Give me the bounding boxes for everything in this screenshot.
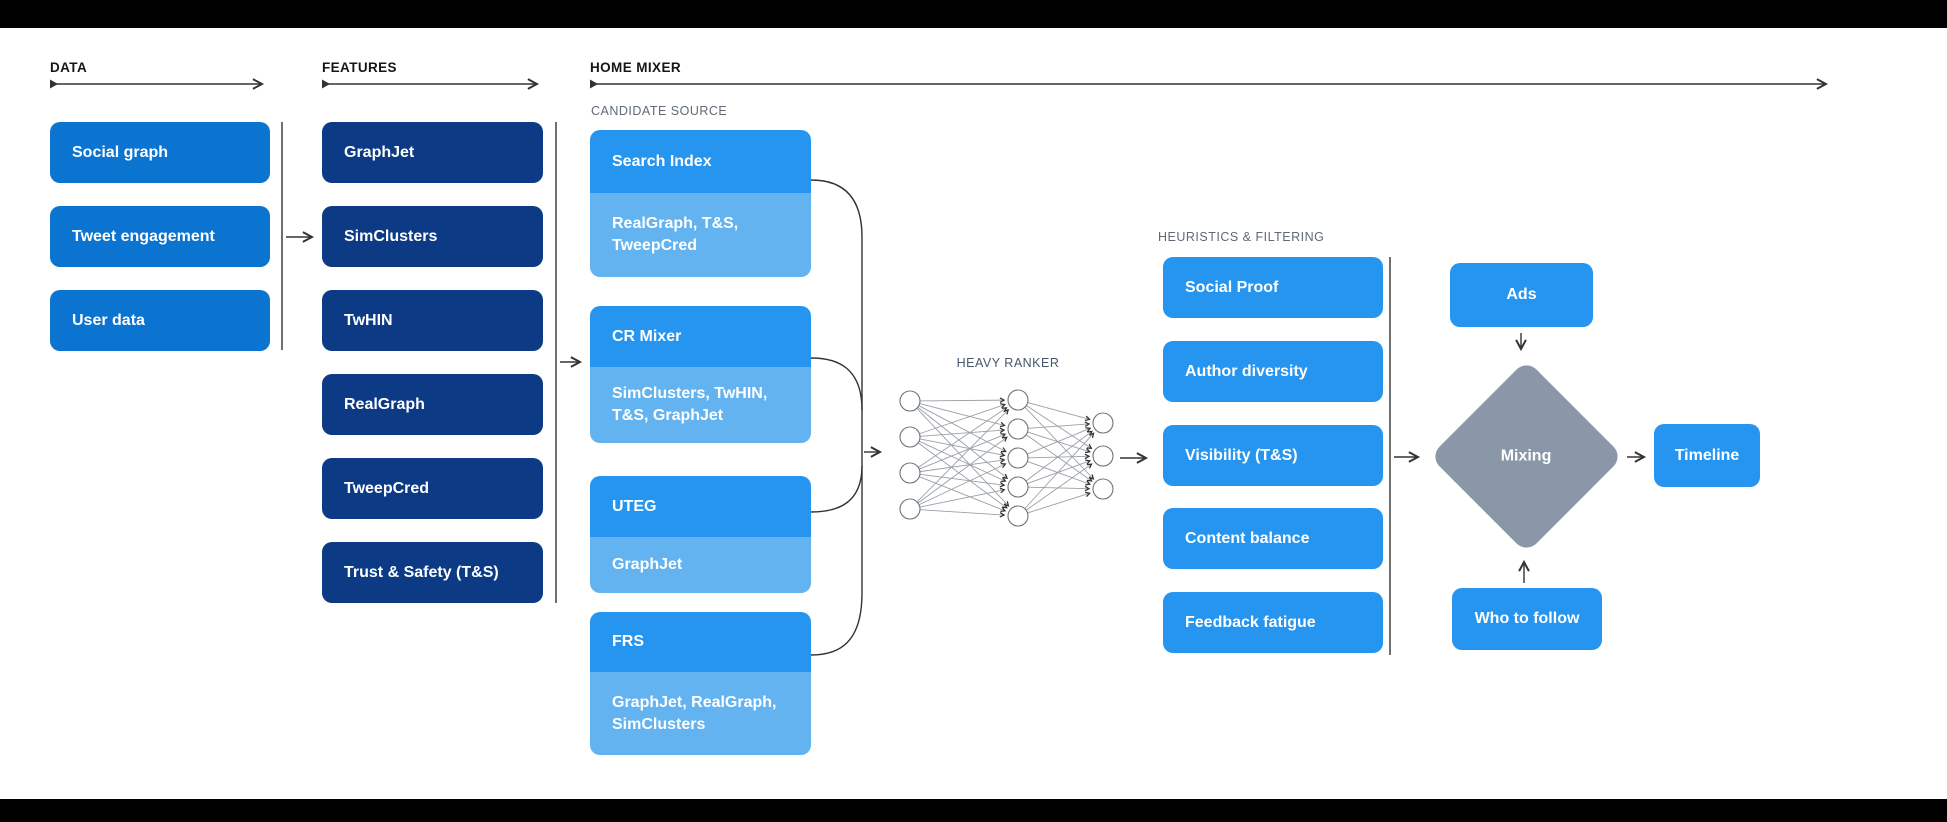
- candidate-group-sources: GraphJet: [590, 537, 811, 593]
- node-social-proof: Social Proof: [1163, 257, 1383, 318]
- node-tweet-engagement: Tweet engagement: [50, 206, 270, 267]
- candidate-collector-lines: [810, 179, 863, 656]
- node-timeline: Timeline: [1654, 424, 1760, 487]
- candidate-group-frs: FRS GraphJet, RealGraph, SimClusters: [590, 612, 811, 755]
- node-simclusters: SimClusters: [322, 206, 543, 267]
- node-graphjet: GraphJet: [322, 122, 543, 183]
- candidate-group-search-index: Search Index RealGraph, T&S, TweepCred: [590, 130, 811, 277]
- candidate-group-title: CR Mixer: [590, 306, 811, 367]
- section-axis-data: [50, 78, 265, 90]
- heavy-ranker-label: HEAVY RANKER: [956, 356, 1060, 370]
- neural-network-icon: [899, 389, 1114, 527]
- node-tweepcred: TweepCred: [322, 458, 543, 519]
- node-content-balance: Content balance: [1163, 508, 1383, 569]
- node-feedback-fatigue: Feedback fatigue: [1163, 592, 1383, 653]
- candidate-group-uteg: UTEG GraphJet: [590, 476, 811, 593]
- section-header-data: DATA: [50, 60, 88, 75]
- candidate-group-cr-mixer: CR Mixer SimClusters, TwHIN, T&S, GraphJ…: [590, 306, 811, 443]
- candidate-group-sources: SimClusters, TwHIN, T&S, GraphJet: [590, 367, 811, 443]
- section-header-home-mixer: HOME MIXER: [590, 60, 682, 75]
- top-black-bar: [0, 0, 1947, 28]
- mixing-label: Mixing: [1501, 447, 1552, 465]
- candidate-group-title: UTEG: [590, 476, 811, 537]
- section-axis-home-mixer: [590, 78, 1829, 90]
- node-author-diversity: Author diversity: [1163, 341, 1383, 402]
- candidate-group-title: Search Index: [590, 130, 811, 193]
- candidate-group-sources: RealGraph, T&S, TweepCred: [590, 193, 811, 277]
- flow-arrows: [286, 231, 1647, 583]
- node-twhin: TwHIN: [322, 290, 543, 351]
- candidate-group-title: FRS: [590, 612, 811, 672]
- section-axis-features: [322, 78, 540, 90]
- subheader-heuristics-filtering: HEURISTICS & FILTERING: [1158, 230, 1325, 244]
- node-social-graph: Social graph: [50, 122, 270, 183]
- node-user-data: User data: [50, 290, 270, 351]
- node-who-to-follow: Who to follow: [1452, 588, 1602, 650]
- node-ads: Ads: [1450, 263, 1593, 327]
- section-header-features: FEATURES: [322, 60, 397, 75]
- node-visibility-ts: Visibility (T&S): [1163, 425, 1383, 486]
- subheader-candidate-source: CANDIDATE SOURCE: [591, 104, 728, 118]
- node-realgraph: RealGraph: [322, 374, 543, 435]
- bottom-black-bar: [0, 799, 1947, 822]
- node-trust-safety: Trust & Safety (T&S): [322, 542, 543, 603]
- candidate-group-sources: GraphJet, RealGraph, SimClusters: [590, 672, 811, 755]
